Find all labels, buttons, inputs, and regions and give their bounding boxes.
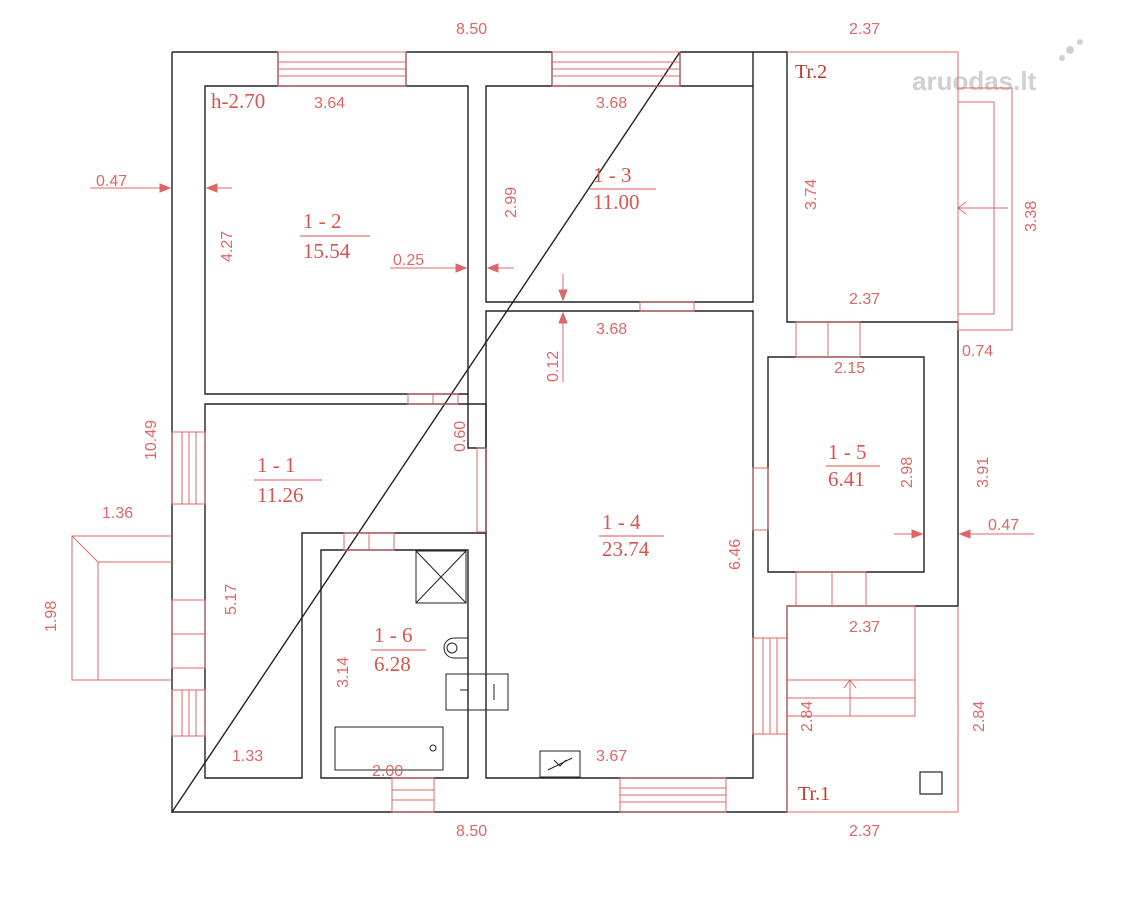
window-top-left (277, 51, 407, 87)
room-1-6: 1 - 6 6.28 (371, 623, 426, 676)
dim-door-gap: 0.60 (452, 421, 469, 452)
dim-wall-right: 0.47 (988, 517, 1019, 534)
dim-r13-height: 2.99 (503, 187, 520, 218)
room-1-5: 1 - 5 6.41 (826, 440, 880, 491)
dim-porch-depth: 1.98 (43, 601, 60, 632)
window-left-upper (171, 431, 206, 505)
dim-porch-width: 1.36 (102, 505, 133, 522)
dim-r16-width: 2.00 (372, 763, 403, 780)
terrace-tr1-outline (786, 605, 959, 813)
dim-r16-height: 3.14 (335, 657, 352, 688)
room-area: 6.28 (374, 652, 411, 676)
dim-r14-top: 3.68 (596, 321, 627, 338)
post-marker (919, 771, 943, 795)
terrace-tr1-label: Tr.1 (798, 783, 830, 805)
dim-r11-height: 5.17 (223, 584, 240, 615)
terrace-tr2-outline (787, 51, 1013, 331)
room-area: 11.26 (257, 483, 303, 507)
window-bottom (619, 777, 727, 813)
dim-tr1-height-outer: 2.84 (971, 701, 988, 732)
dim-r14-height: 6.46 (727, 539, 744, 570)
dim-bottom-tr1: 2.37 (849, 823, 880, 840)
watermark-text: aruodas.lt (912, 66, 1037, 96)
dim-r12-height: 4.27 (219, 231, 236, 262)
room-id: 1 - 3 (593, 163, 632, 187)
height-label: h-2.70 (211, 89, 265, 113)
dim-top-tr2: 2.37 (849, 21, 880, 38)
room-area: 23.74 (602, 537, 650, 561)
room-id: 1 - 4 (602, 510, 641, 534)
room-id: 1 - 1 (257, 453, 296, 477)
dim-r15-height: 2.98 (899, 457, 916, 488)
washing-machine-icon (445, 673, 509, 711)
room-area: 15.54 (303, 239, 351, 263)
dim-r13-width: 3.68 (596, 95, 627, 112)
watermark-logo-icon (1059, 39, 1083, 61)
dim-right-block-height: 3.91 (975, 457, 992, 488)
terrace-tr2-label: Tr.2 (795, 61, 827, 83)
room-area: 6.41 (828, 467, 865, 491)
window-left-lower (171, 689, 206, 737)
dim-partition: 0.12 (545, 351, 562, 382)
dim-bottom-overall: 8.50 (456, 823, 487, 840)
room-id: 1 - 2 (303, 209, 342, 233)
dim-tr2-width: 2.37 (849, 291, 880, 308)
room-1-2: 1 - 2 15.54 (300, 209, 370, 263)
dim-r15-width: 2.15 (834, 360, 865, 377)
dim-wall-left: 0.47 (96, 173, 127, 190)
room-1-1: 1 - 1 11.26 (254, 453, 322, 507)
dimension-arrows (90, 183, 1034, 539)
shower-icon (415, 550, 467, 604)
room-area: 11.00 (593, 190, 639, 214)
porch-outline (71, 535, 172, 681)
electric-panel-icon (539, 750, 581, 778)
dim-r14-bottom: 3.67 (596, 748, 627, 765)
room-id: 1 - 5 (828, 440, 867, 464)
dim-tr2-height: 3.74 (803, 179, 820, 210)
window-right-living (752, 637, 788, 735)
window-top-right (551, 51, 681, 87)
dim-inner-wall: 0.25 (393, 252, 424, 269)
dim-tr1-height-inner: 2.84 (799, 701, 816, 732)
dim-r11-width: 1.33 (232, 748, 263, 765)
room-id: 1 - 6 (374, 623, 413, 647)
dim-top-overall: 8.50 (456, 21, 487, 38)
room-1-3: 1 - 3 11.00 (590, 163, 656, 214)
sink-icon (443, 637, 469, 659)
room-1-4: 1 - 4 23.74 (599, 510, 664, 561)
dim-tr2-step-height: 3.38 (1023, 201, 1040, 232)
dim-tr2-step-depth: 0.74 (962, 343, 993, 360)
bathtub-icon (334, 726, 444, 771)
window-bottom-bath (391, 777, 435, 813)
dim-overall-height: 10.49 (143, 420, 160, 460)
dim-r12-width: 3.64 (314, 95, 345, 112)
dim-tr1-width: 2.37 (849, 619, 880, 636)
